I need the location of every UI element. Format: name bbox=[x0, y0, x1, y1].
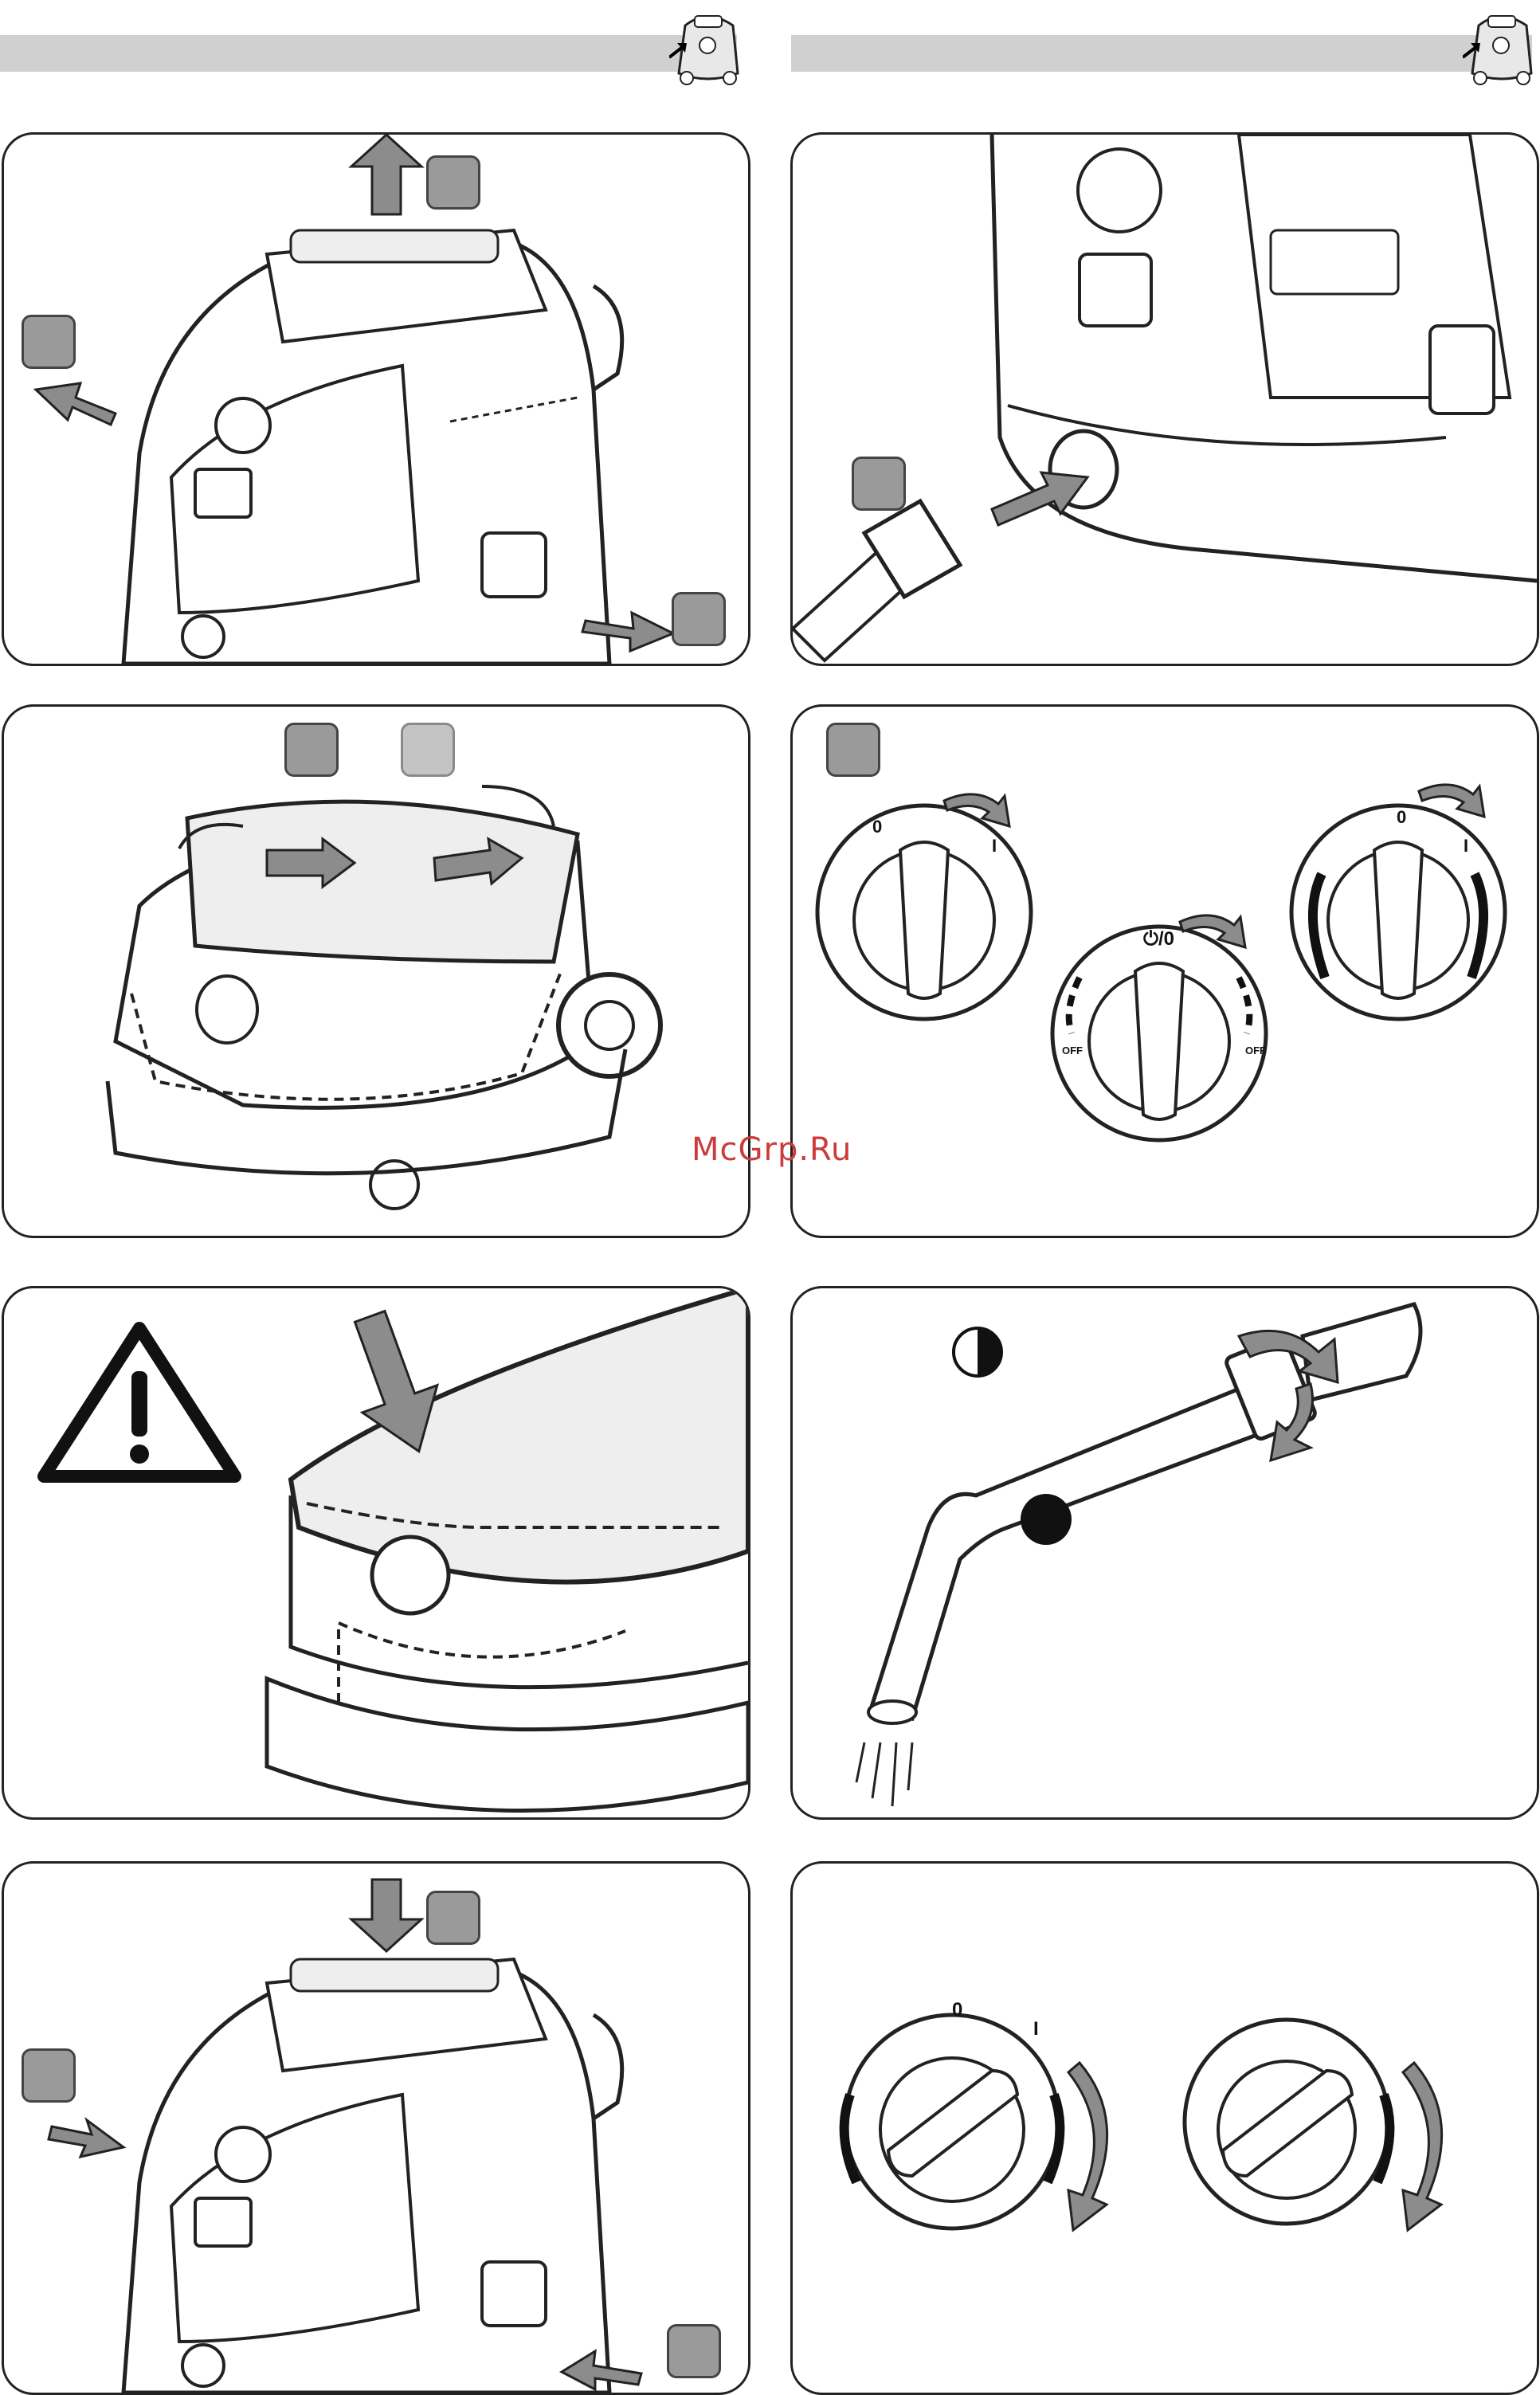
panel-attach-hose bbox=[790, 132, 1539, 666]
step-box bbox=[852, 457, 906, 511]
panel-insert-filter-bag bbox=[2, 704, 750, 1238]
panel-warning-bag-fitting bbox=[2, 1286, 750, 1820]
dial-label-off-right: OFF bbox=[1245, 1045, 1266, 1056]
panel-suction-regulator bbox=[790, 1286, 1539, 1820]
lift-arrow-icon bbox=[4, 135, 748, 664]
dial-label-one-bottom: I bbox=[1033, 2018, 1039, 2040]
step-box bbox=[401, 723, 455, 777]
lower-arrow-icon bbox=[4, 1864, 748, 2393]
header-bar-right bbox=[791, 35, 1532, 72]
dial-label-zero-right: 0 bbox=[1397, 807, 1406, 828]
rotate-arrow-icon bbox=[793, 707, 1537, 1236]
step-box bbox=[667, 2324, 721, 2378]
press-arrow-icon bbox=[4, 1288, 748, 1817]
step-box bbox=[426, 155, 480, 210]
panel-dial-settings: 0 I ⏻/0 OFF OFF 0 I bbox=[790, 704, 1539, 1238]
panel-attach-head bbox=[2, 1861, 750, 2395]
vacuum-thumbnail-icon-right bbox=[1463, 2, 1539, 89]
panel-dial-adjust: 0 I bbox=[790, 1861, 1539, 2395]
insert-arrow-icon bbox=[793, 135, 1537, 664]
rotate-arrow-icon bbox=[4, 707, 748, 1236]
step-box bbox=[672, 592, 726, 646]
step-box bbox=[284, 723, 339, 777]
header-bar-left bbox=[0, 35, 737, 72]
dial-label-zero: 0 bbox=[872, 817, 882, 837]
step-box bbox=[426, 1891, 480, 1945]
vacuum-thumbnail-icon bbox=[669, 2, 746, 89]
step-box bbox=[22, 315, 76, 369]
dial-label-one: I bbox=[992, 836, 997, 856]
panel-remove-head bbox=[2, 132, 750, 666]
dial-label-zero-bottom: 0 bbox=[952, 1999, 962, 2021]
dial-label-off-left: OFF bbox=[1062, 1045, 1083, 1056]
dial-label-one-right: I bbox=[1464, 836, 1468, 856]
step-box bbox=[826, 723, 880, 777]
full-circle-icon bbox=[793, 1288, 1537, 1817]
swing-arrow-icon bbox=[793, 1864, 1537, 2393]
watermark: McGrp.Ru bbox=[692, 1131, 852, 1168]
step-box bbox=[22, 2048, 76, 2103]
dial-label-power-zero: ⏻/0 bbox=[1143, 928, 1174, 951]
